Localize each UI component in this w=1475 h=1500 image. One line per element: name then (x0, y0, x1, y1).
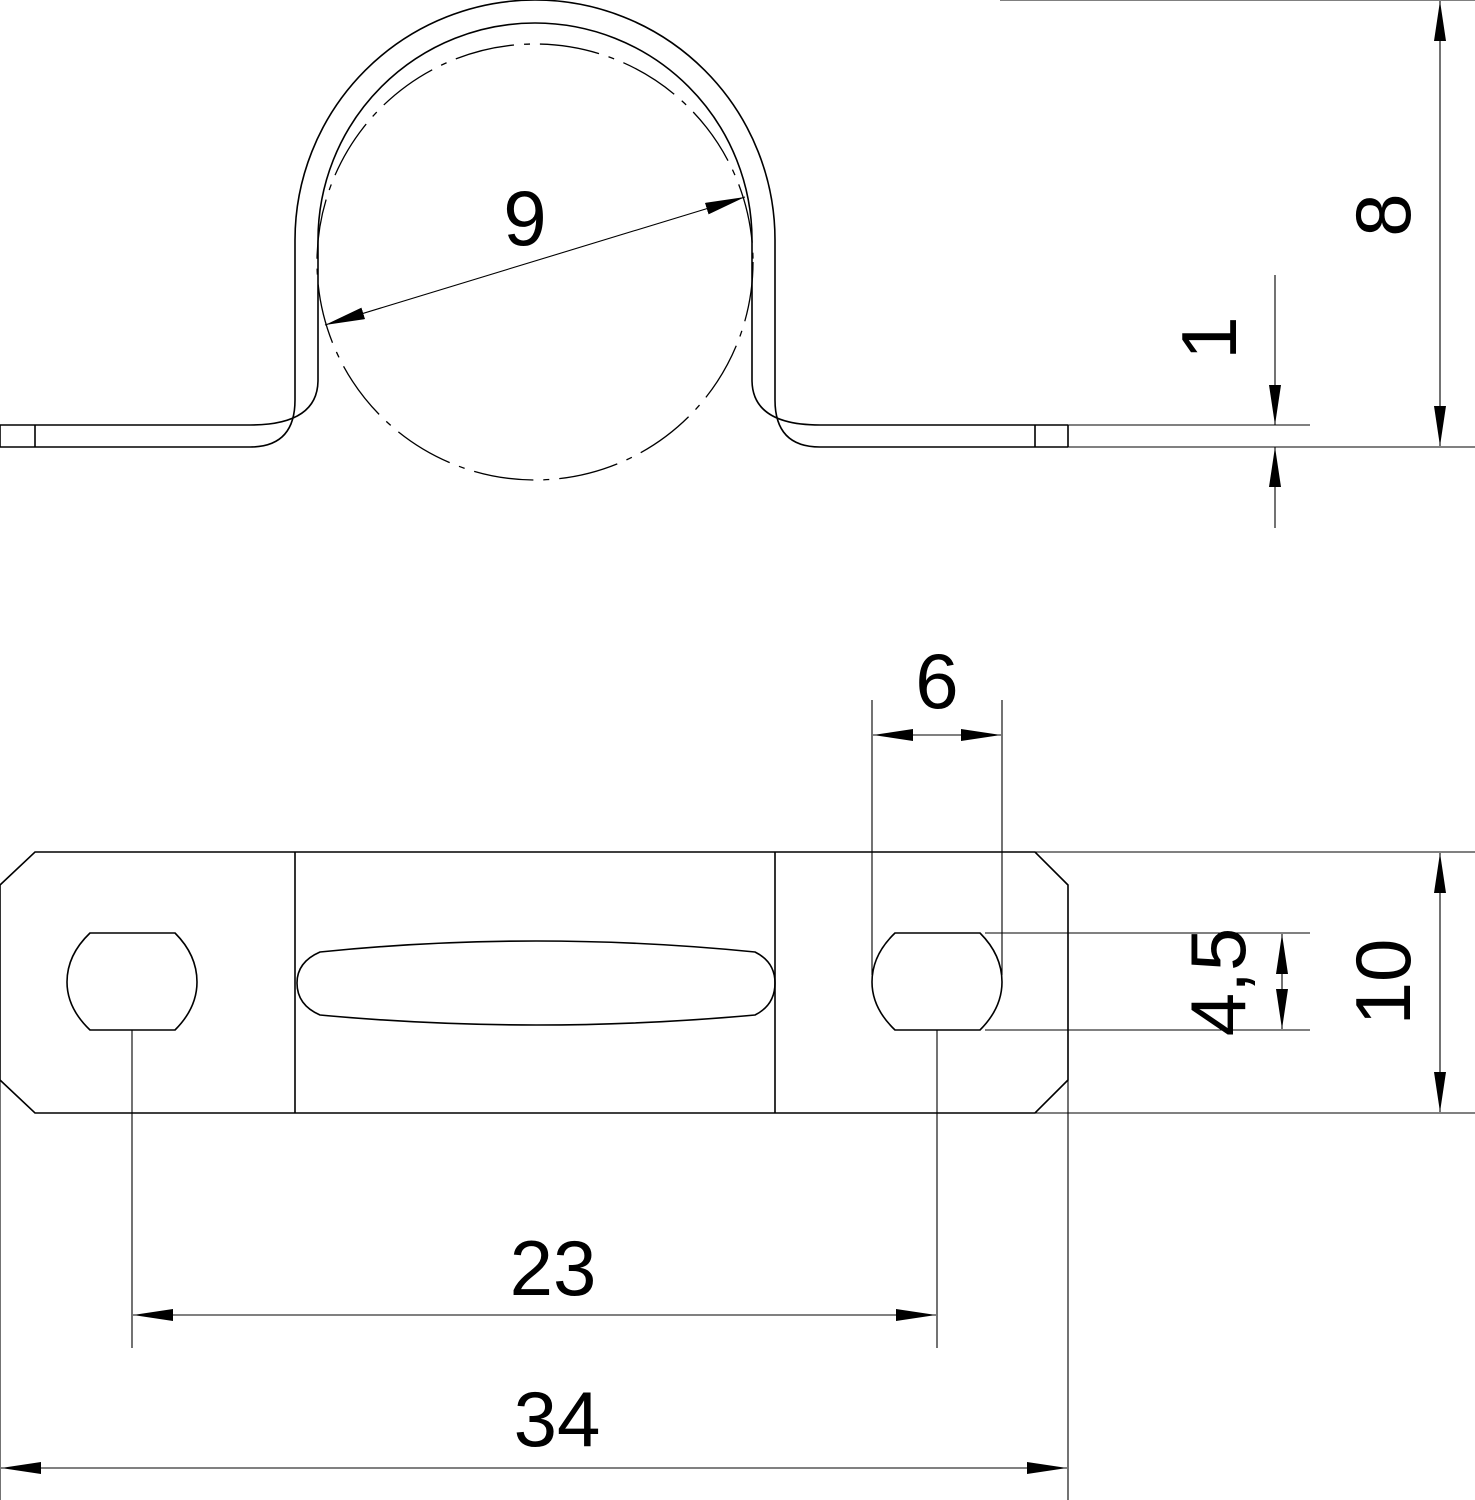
mounting-hole-right (871, 932, 1003, 1031)
mounting-hole-left (66, 932, 198, 1031)
dim-label-total-length: 34 (514, 1375, 601, 1463)
center-slot (296, 940, 776, 1026)
dim-label-pipe-diameter: 9 (503, 174, 546, 262)
top-view: 6 4,5 10 23 34 (0, 637, 1475, 1500)
pipe-circle (316, 43, 754, 481)
dim-label-strap-width: 10 (1339, 939, 1427, 1026)
dim-label-hole-width: 4,5 (1174, 928, 1262, 1036)
strap-outer-outline (0, 0, 1068, 448)
dim-label-hole-spacing: 23 (510, 1224, 597, 1312)
dim-label-hole-length: 6 (915, 637, 958, 725)
strap-plan-outline (0, 851, 1069, 1114)
dim-label-thickness: 1 (1165, 316, 1253, 359)
dim-line-pipe-diameter (324, 196, 746, 326)
side-view: 9 8 1 (0, 0, 1475, 528)
dim-label-total-height: 8 (1339, 193, 1427, 236)
